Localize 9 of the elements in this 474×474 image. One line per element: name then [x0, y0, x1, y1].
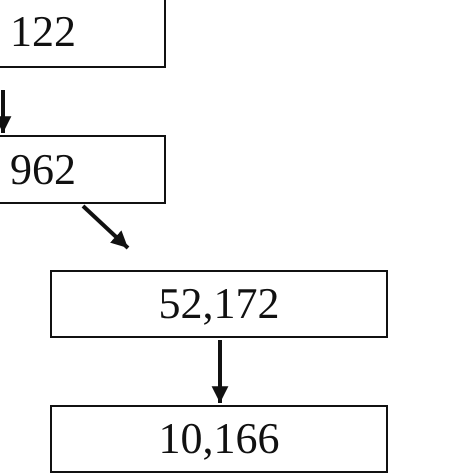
arrow: [0, 90, 12, 133]
count-value: 122: [10, 10, 76, 54]
count-value: 962: [10, 148, 76, 192]
arrow: [82, 204, 130, 250]
count-value: 52,172: [158, 282, 280, 326]
process-box: [50, 405, 388, 473]
arrow: [212, 340, 228, 403]
process-box: [50, 270, 388, 338]
count-value: 10,166: [158, 417, 280, 461]
